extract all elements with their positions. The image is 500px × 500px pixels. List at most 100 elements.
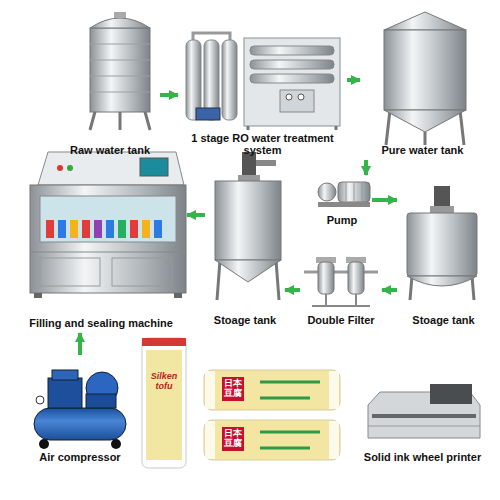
ro-system-art-part	[250, 74, 334, 83]
tofu-tube-art	[142, 338, 186, 468]
equipment-label: Solid ink wheel printer	[364, 451, 481, 464]
filling-machine-art-part	[57, 165, 63, 171]
air-compressor-art-part	[36, 396, 44, 404]
filling-machine-art-part	[30, 252, 186, 253]
ro-system-art-part	[298, 94, 304, 100]
pump-art-part	[318, 202, 370, 207]
filling-machine-art-part	[118, 220, 126, 238]
raw-water-tank: Raw water tank	[60, 5, 160, 160]
equipment-label: Pure water tank	[382, 144, 464, 157]
storage-tank: Stoage tank	[397, 182, 490, 330]
double-filter-art-part	[318, 262, 334, 294]
storage-tank-art-part	[407, 213, 477, 276]
pure-water-tank-art-part	[384, 110, 466, 132]
raw-water-tank-art-part	[90, 44, 150, 92]
filling-machine-art-part	[106, 220, 114, 238]
filling-machine-art-part	[130, 220, 138, 238]
flow-arrow	[160, 93, 178, 97]
ro-system-art-part	[193, 33, 230, 40]
air-compressor-art-part	[111, 439, 121, 449]
storage-tank-art-part	[434, 186, 450, 208]
raw-water-tank-art	[90, 12, 150, 130]
flow-arrow	[382, 288, 397, 292]
pure-water-tank-art	[384, 12, 466, 145]
pump-art-part	[346, 183, 362, 201]
pure-water-tank: Pure water tank	[360, 5, 485, 160]
equipment-label: Raw water tank	[70, 144, 150, 157]
package-print: Silken tofu	[144, 372, 184, 392]
double-filter-art	[304, 257, 378, 306]
pump: Pump	[312, 175, 372, 230]
pure-water-tank-art-part	[384, 12, 466, 30]
air-compressor-art-part	[34, 408, 126, 440]
ro-system-art-part	[280, 90, 314, 112]
ro-system-art-part	[250, 46, 334, 55]
ro-system-art-part	[196, 108, 220, 120]
pump-art-part	[338, 182, 370, 202]
tofu-pack-art-part	[329, 371, 339, 409]
storage-tank: Stoage tank	[205, 148, 285, 330]
pump-art	[318, 182, 370, 207]
filling-machine-art-part	[38, 152, 184, 185]
air-compressor-art-part	[52, 370, 78, 380]
tofu-pack-art-part	[205, 421, 215, 459]
filling-machine-art-part	[70, 220, 78, 238]
filling-machine-art-part	[58, 220, 66, 238]
equipment-label: Stoage tank	[412, 314, 474, 327]
ro-system-art	[186, 33, 340, 130]
flow-arrow	[347, 78, 360, 82]
filling-machine-art-part	[40, 258, 100, 286]
filling-machine-art-part	[46, 220, 54, 238]
equipment-label: Stoage tank	[214, 314, 276, 327]
filling-machine-art-part	[140, 158, 168, 176]
air-compressor-art	[34, 370, 126, 449]
ink-printer-art-part	[430, 384, 472, 404]
storage-tank-art-part	[407, 276, 477, 286]
filling-machine-art	[30, 152, 186, 298]
flow-arrow	[78, 333, 82, 355]
raw-water-tank-art-part	[90, 28, 150, 112]
filling-machine-art-part	[154, 220, 162, 238]
filling-machine-art-part	[40, 196, 176, 242]
flow-arrow	[187, 213, 205, 217]
ro-system-art-part	[248, 126, 336, 130]
ink-wheel-printer: Solid ink wheel printer	[350, 375, 495, 467]
equipment-label: Pump	[327, 214, 358, 227]
package-print: 日本豆腐	[222, 427, 244, 451]
tofu-pack-art-part	[260, 432, 320, 448]
air-compressor: Air compressor	[25, 355, 135, 467]
ink-printer-art-part	[368, 426, 480, 427]
filling-machine-art-part	[142, 220, 150, 238]
flow-arrow	[285, 288, 300, 292]
ro-system-art-part	[286, 94, 292, 100]
filling-machine-art-part	[30, 185, 186, 293]
double-filter-art-part	[312, 294, 370, 306]
filling-machine-art-part	[94, 220, 102, 238]
double-filter-art-part	[304, 271, 378, 274]
equipment-label: Double Filter	[307, 314, 374, 327]
tofu-pack-art-part	[260, 382, 320, 398]
pure-water-tank-art-part	[384, 30, 466, 110]
filling-machine-art-part	[174, 293, 182, 298]
filling-machine-art-part	[82, 220, 90, 238]
ink-printer-art	[368, 384, 480, 438]
tofu-pack-art-part	[204, 370, 340, 410]
tofu-pack-art-part	[205, 371, 215, 409]
tofu-tube-art-part	[142, 338, 186, 346]
mixing-tank-art-part	[238, 175, 260, 181]
tofu-tube-art-part	[142, 338, 186, 468]
mixing-tank-art-part	[256, 160, 276, 166]
mixing-tank-art-part	[215, 260, 281, 282]
filling-machine-art-part	[67, 165, 73, 171]
air-compressor-art-part	[39, 439, 49, 449]
package-print: 日本豆腐	[222, 377, 244, 401]
ro-system-art-part	[222, 40, 237, 120]
mixing-tank-art-part	[215, 181, 281, 260]
storage-tank-art	[407, 186, 477, 300]
flow-arrow	[372, 198, 397, 202]
tofu-pack-art-part	[329, 421, 339, 459]
ro-system-art-part	[250, 60, 334, 69]
air-compressor-art-part	[48, 378, 82, 408]
double-filter-art-part	[348, 262, 364, 294]
